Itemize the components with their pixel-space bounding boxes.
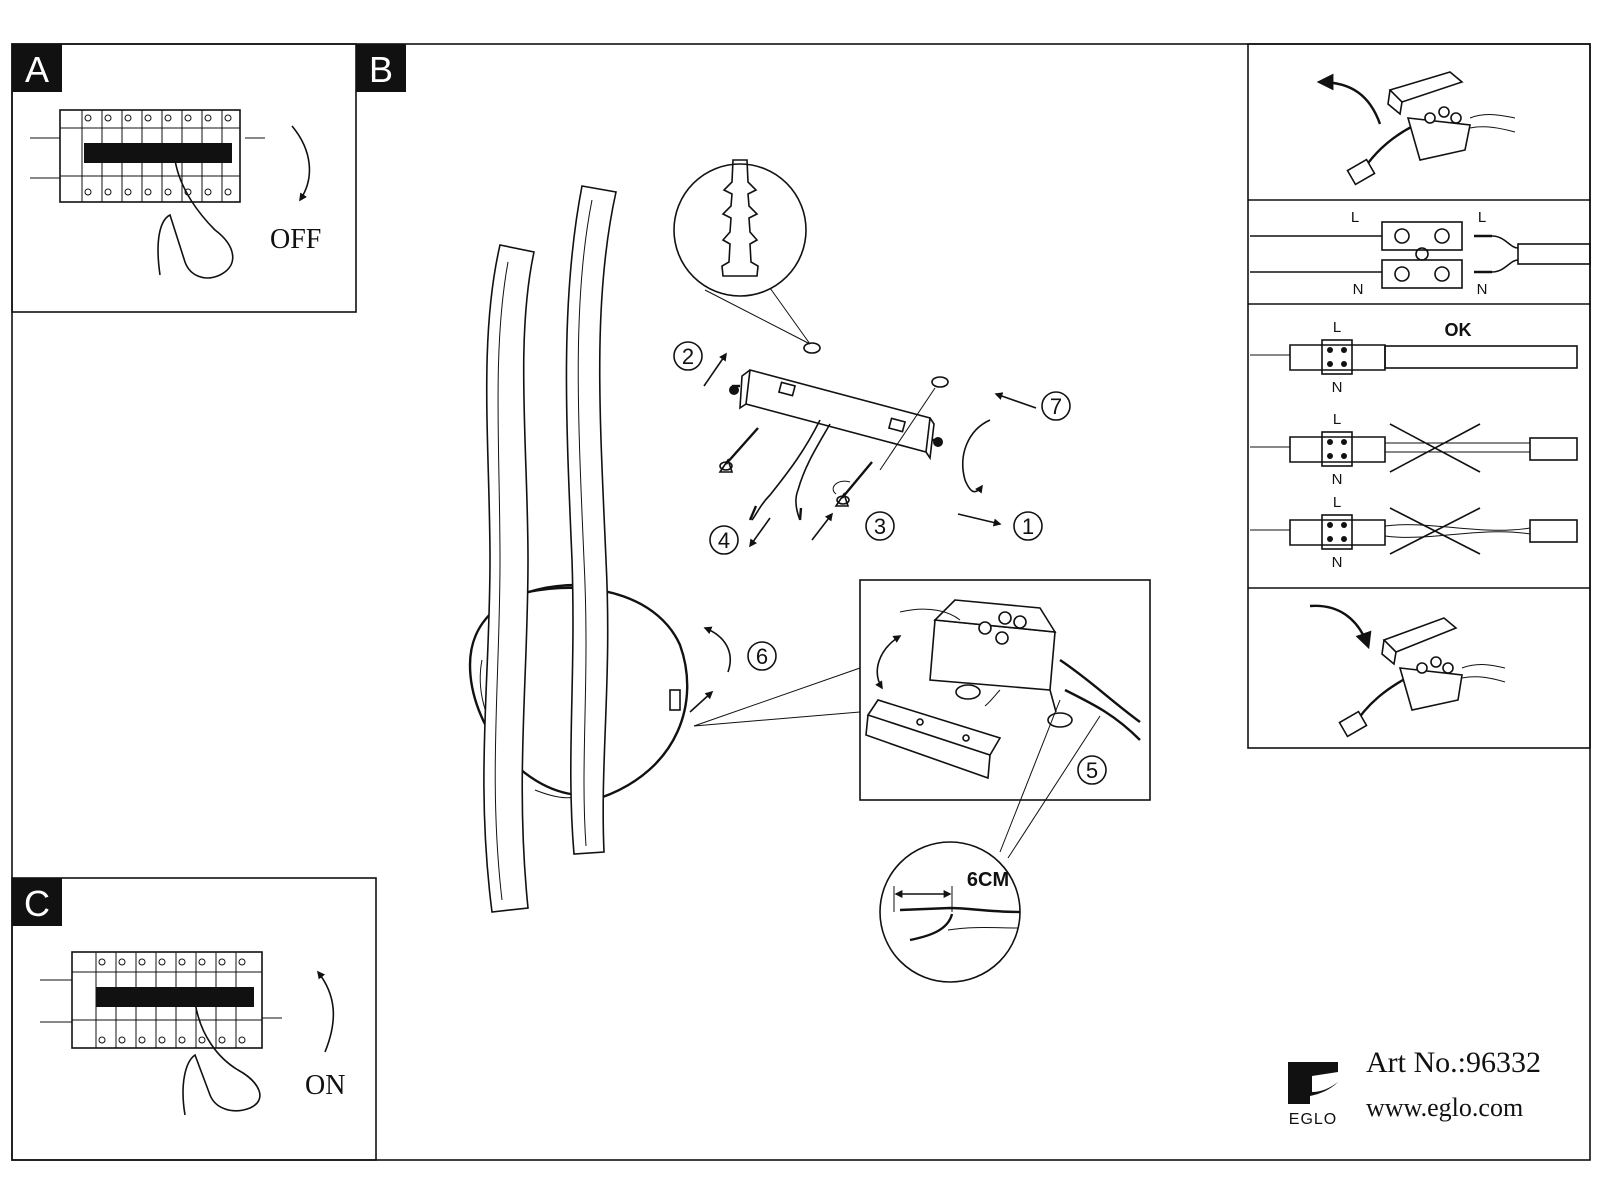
rotate-arrow-icon — [875, 635, 902, 690]
wall-lamp: 6 — [468, 185, 861, 913]
panel-b-letter: B — [369, 49, 393, 90]
live-label-right: L — [1478, 209, 1486, 226]
terminal-block-icon — [1346, 71, 1516, 186]
mounting-section: 2 3 4 7 1 — [673, 159, 1071, 555]
ok-label: OK — [1445, 320, 1472, 340]
wrong1-n-label: N — [1332, 471, 1343, 488]
panel-c-switch-label: ON — [305, 1070, 345, 1101]
callout-line — [1007, 715, 1101, 859]
lamp-arm-left — [483, 244, 535, 913]
screw-icon — [718, 427, 759, 473]
mounting-bracket-icon — [729, 368, 943, 461]
step-3-number: 3 — [874, 514, 886, 539]
lamp-arm-right — [565, 185, 617, 855]
step-3-circle — [865, 511, 895, 541]
remove-arrow — [1316, 73, 1382, 125]
ok-n-label: N — [1332, 379, 1343, 396]
terminal-detail: 5 — [859, 579, 1151, 801]
right-column: L L N N OK L N L — [1247, 43, 1591, 749]
wiring-ok-example: OK L N — [1250, 319, 1578, 396]
panel-b-badge — [356, 44, 406, 92]
cable-wire — [1064, 688, 1141, 741]
rotate-arrow-icon — [961, 419, 991, 494]
callout-line — [693, 711, 861, 727]
wrong2-l-label: L — [1333, 494, 1341, 511]
step-1-number: 1 — [1022, 514, 1034, 539]
ok-l-label: L — [1333, 319, 1341, 336]
wall-plug-icon — [721, 159, 759, 277]
step-5-circle — [1077, 755, 1107, 785]
strip-length-detail: 6CM — [879, 699, 1101, 983]
hand-icon — [157, 159, 234, 279]
step-1-circle — [1013, 511, 1043, 541]
cable-wire — [1059, 659, 1141, 723]
screw-icon — [832, 461, 873, 507]
rotate-arrow-icon — [703, 626, 731, 673]
step-7-number: 7 — [1050, 394, 1062, 419]
wiring-schematic: L L N N — [1250, 209, 1591, 298]
neutral-label-left: N — [1353, 281, 1364, 298]
cable-wire — [795, 423, 831, 521]
step-4-circle — [709, 525, 739, 555]
neutral-label-right: N — [1477, 281, 1488, 298]
step-2-circle — [673, 341, 703, 371]
panel-c-badge — [12, 878, 62, 926]
terminal-cover-icon — [865, 699, 1002, 780]
cable-wire — [751, 419, 821, 521]
cable-wire — [909, 913, 954, 942]
eglo-logo: EGLO — [1288, 1062, 1338, 1128]
wiring-wrong-example: L N — [1250, 411, 1578, 488]
step-4-number: 4 — [718, 528, 730, 553]
panel-a: A OFF — [11, 43, 357, 313]
panel-a-badge — [12, 44, 62, 92]
replace-arrow — [1309, 604, 1372, 650]
circuit-breaker-icon — [30, 109, 265, 203]
step-7-circle — [1041, 391, 1071, 421]
terminal-block-icon — [1338, 617, 1506, 738]
panel-a-switch-label: OFF — [270, 224, 321, 255]
wrong2-n-label: N — [1332, 554, 1343, 571]
circuit-breaker-icon — [40, 951, 282, 1049]
rotate-arrow-icon — [291, 125, 311, 202]
live-label-left: L — [1351, 209, 1359, 226]
hand-icon — [182, 1001, 261, 1116]
article-number: Art No.:96332 — [1366, 1046, 1541, 1079]
wall-plug-detail-circle — [673, 163, 807, 297]
callout-line — [693, 667, 861, 727]
insert-arrow — [689, 690, 714, 713]
panel-c: C ON — [11, 877, 377, 1161]
step-5-number: 5 — [1086, 758, 1098, 783]
panel-c-letter: C — [24, 883, 50, 924]
terminal-block-icon — [929, 599, 1073, 728]
panel-a-letter: A — [25, 49, 49, 90]
cable-wire — [899, 906, 1021, 914]
rotate-arrow-icon — [317, 970, 335, 1053]
callout-line — [999, 699, 1061, 853]
wiring-wrong-example: L N — [1250, 494, 1578, 571]
step-2-number: 2 — [682, 344, 694, 369]
strip-length-label: 6CM — [967, 869, 1009, 891]
step-6-circle — [747, 641, 777, 671]
website-url: www.eglo.com — [1366, 1093, 1523, 1122]
step-6-number: 6 — [756, 644, 768, 669]
wrong1-l-label: L — [1333, 411, 1341, 428]
brand-name: EGLO — [1289, 1111, 1337, 1128]
footer: EGLO Art No.:96332 www.eglo.com — [1288, 1046, 1541, 1128]
